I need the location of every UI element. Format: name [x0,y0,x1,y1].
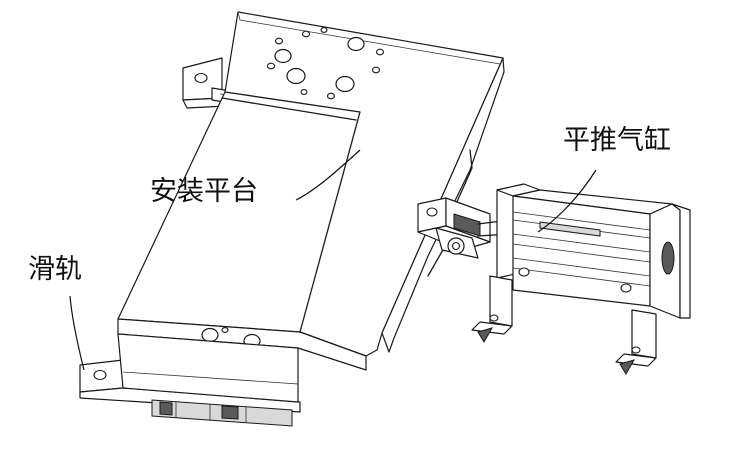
label-push-cylinder: 平推气缸 [563,125,671,156]
cylinder-brackets [471,275,657,375]
lower-slide-rail [79,333,301,427]
label-mounting-platform: 安装平台 [150,176,258,207]
push-cylinder [496,183,691,319]
clevis-connector [417,197,511,259]
leader-platform [295,149,361,201]
label-slide-rail: 滑轨 [28,254,82,285]
leader-rail [69,295,85,371]
leader-cylinder [537,169,597,233]
top-plate-holes [266,27,385,100]
